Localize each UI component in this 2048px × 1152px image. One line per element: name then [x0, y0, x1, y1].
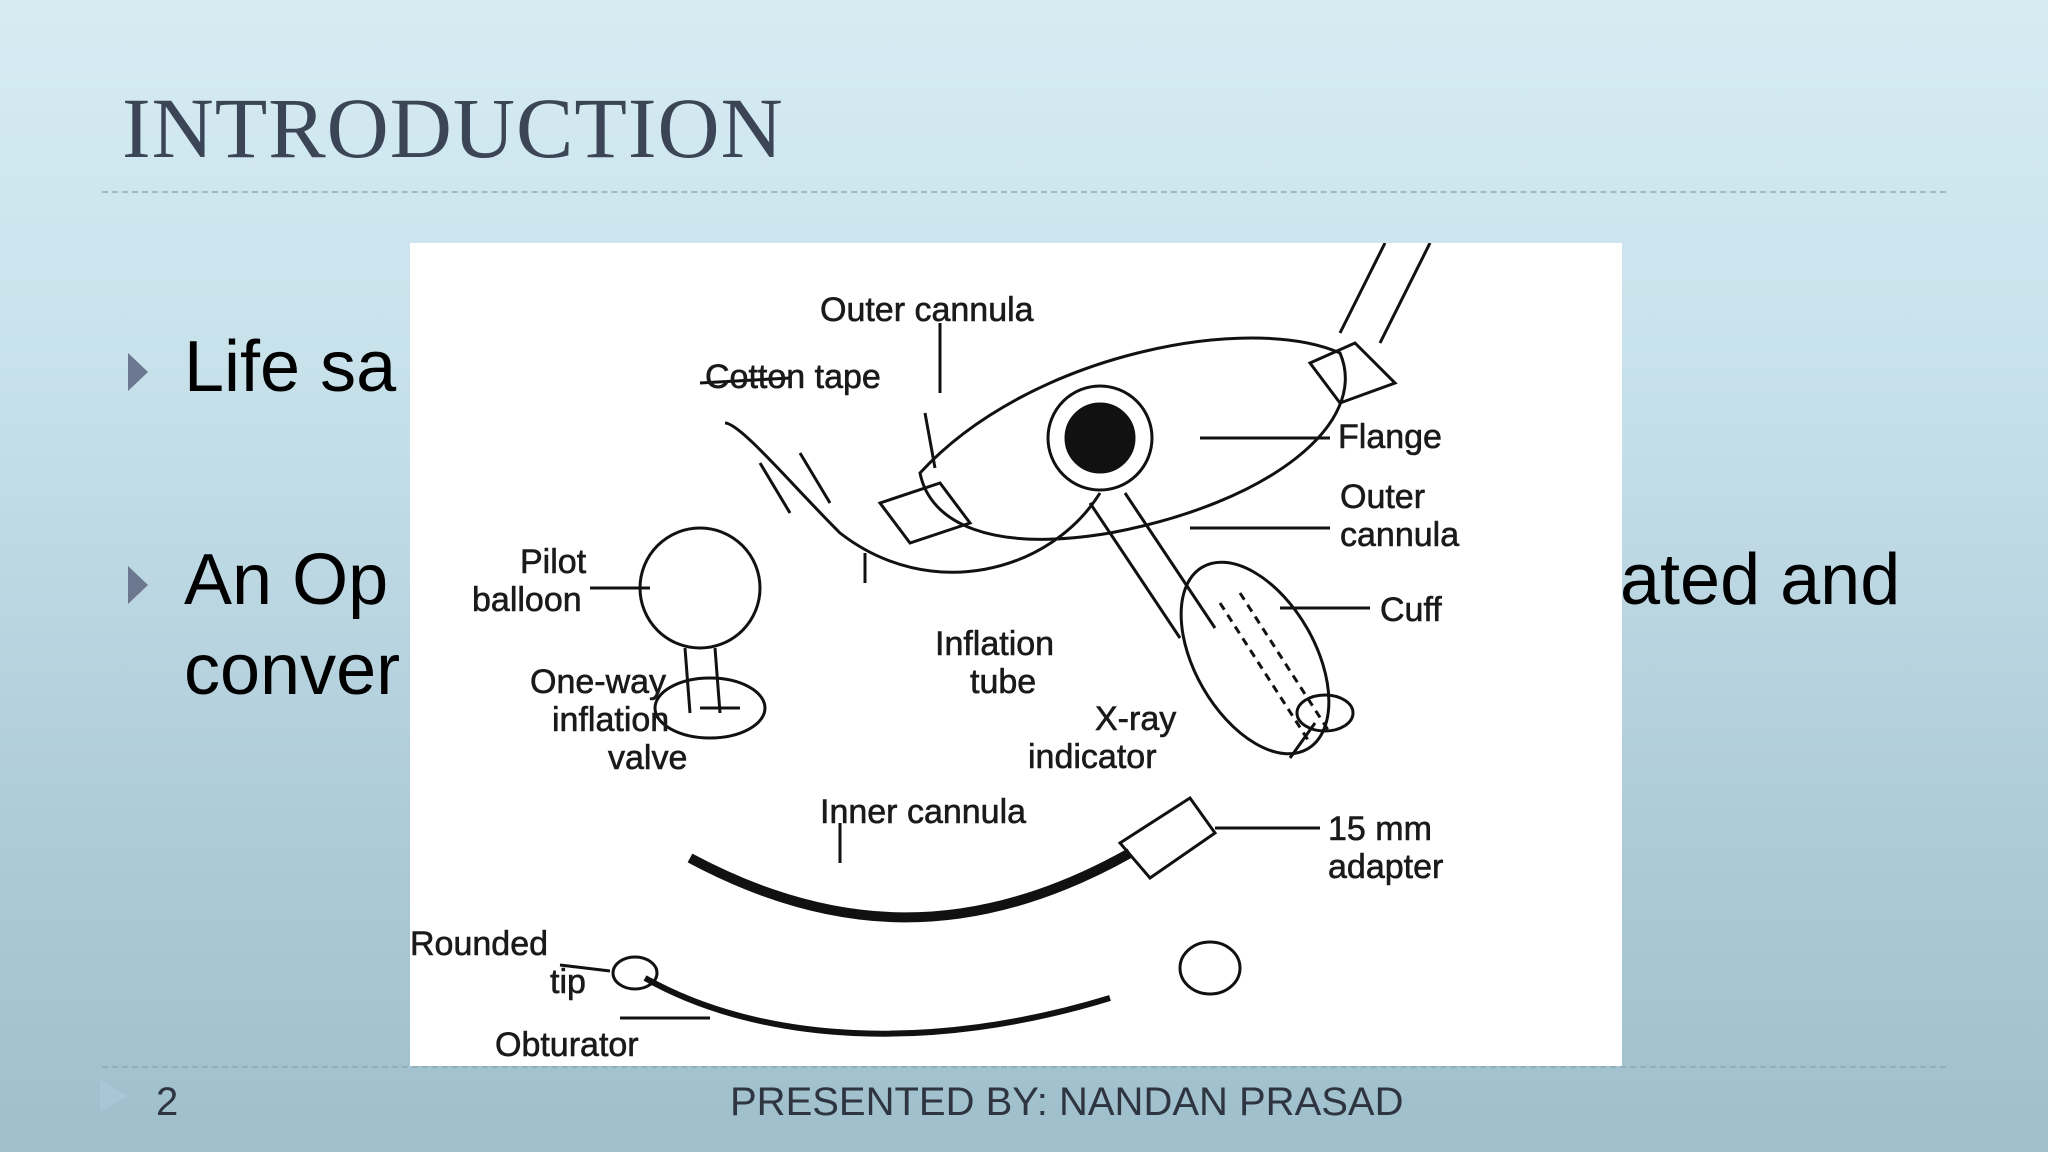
- label-flange: Flange: [1338, 418, 1442, 456]
- label-obturator: Obturator: [495, 1026, 639, 1064]
- label-rounded-tip: Rounded: [410, 925, 548, 963]
- flange: [918, 336, 1347, 541]
- label-outer-cannula: Outer cannula: [820, 291, 1034, 329]
- label-rounded-tip: tip: [550, 963, 586, 1001]
- bullet-2-line2: conver: [184, 630, 401, 710]
- leader-line: [923, 412, 937, 469]
- inner-cannula: [687, 848, 1133, 923]
- cannula-shaft: [1088, 502, 1182, 639]
- tie-strap: [699, 376, 791, 385]
- label-pilot-balloon: balloon: [472, 581, 582, 619]
- bullet-2-text-right: ated and: [1620, 540, 1901, 620]
- obturator-tip: [611, 955, 659, 991]
- label-cuff: Cuff: [1380, 591, 1442, 629]
- label-xray-indicator: X-ray: [1095, 700, 1176, 738]
- bullet-arrow-icon: [128, 566, 148, 604]
- leader-line: [559, 963, 611, 973]
- label-one-way-valve: valve: [608, 739, 687, 777]
- label-inflation-tube: Inflation: [935, 625, 1054, 663]
- tie-strap: [1378, 243, 1432, 344]
- obturator-shaft: [643, 975, 1111, 1037]
- xray-indicator: [1295, 693, 1355, 733]
- cuff: [1179, 560, 1331, 756]
- label-inner-cannula: Inner cannula: [820, 793, 1026, 831]
- outer-cannula-opening: [1064, 402, 1136, 474]
- inner-lumen: [1218, 592, 1332, 744]
- label-cotton-tape: Cotton tape: [705, 358, 881, 396]
- label-outer-cannula-side: cannula: [1340, 516, 1459, 554]
- label-one-way-valve: inflation: [552, 701, 669, 739]
- cannula-shaft: [1123, 492, 1217, 629]
- title-divider: [102, 191, 1946, 193]
- obturator-handle: [1178, 940, 1242, 996]
- label-outer-cannula-side: Outer: [1340, 478, 1425, 516]
- inflation-tube: [724, 421, 1102, 574]
- label-xray-indicator: indicator: [1028, 738, 1157, 776]
- tie-strap: [758, 452, 832, 514]
- label-15mm-adapter: 15 mm: [1328, 810, 1432, 848]
- bullet-arrow-icon: [128, 353, 148, 391]
- label-one-way-valve: One-way: [530, 663, 666, 701]
- adapter-15mm: [1117, 795, 1218, 881]
- page-number: 2: [156, 1080, 179, 1124]
- flange-slot: [1307, 341, 1398, 405]
- outer-cannula-opening: [1046, 384, 1154, 492]
- label-inflation-tube: tube: [970, 663, 1036, 701]
- pilot-balloon: [638, 526, 762, 650]
- cotton-tape-slot: [877, 481, 973, 545]
- footer-arrow-icon: [100, 1080, 128, 1112]
- presenter-credit: PRESENTED BY: NANDAN PRASAD: [730, 1080, 1404, 1124]
- footer-divider: [102, 1066, 1946, 1068]
- label-15mm-adapter: adapter: [1328, 848, 1443, 886]
- slide-title: INTRODUCTION: [122, 80, 784, 176]
- inflation-valve: [653, 676, 767, 740]
- bullet-1-text: Life sa: [184, 327, 397, 407]
- diagram-svg: Outer cannula Cotton tape Flange Outer c…: [410, 243, 1459, 1064]
- leader-line: [1288, 722, 1317, 759]
- tracheostomy-tube-diagram: Outer cannula Cotton tape Flange Outer c…: [410, 243, 1622, 1066]
- bullet-2-text: An Op: [184, 540, 389, 620]
- label-pilot-balloon: Pilot: [520, 543, 587, 581]
- tie-strap: [1338, 243, 1387, 334]
